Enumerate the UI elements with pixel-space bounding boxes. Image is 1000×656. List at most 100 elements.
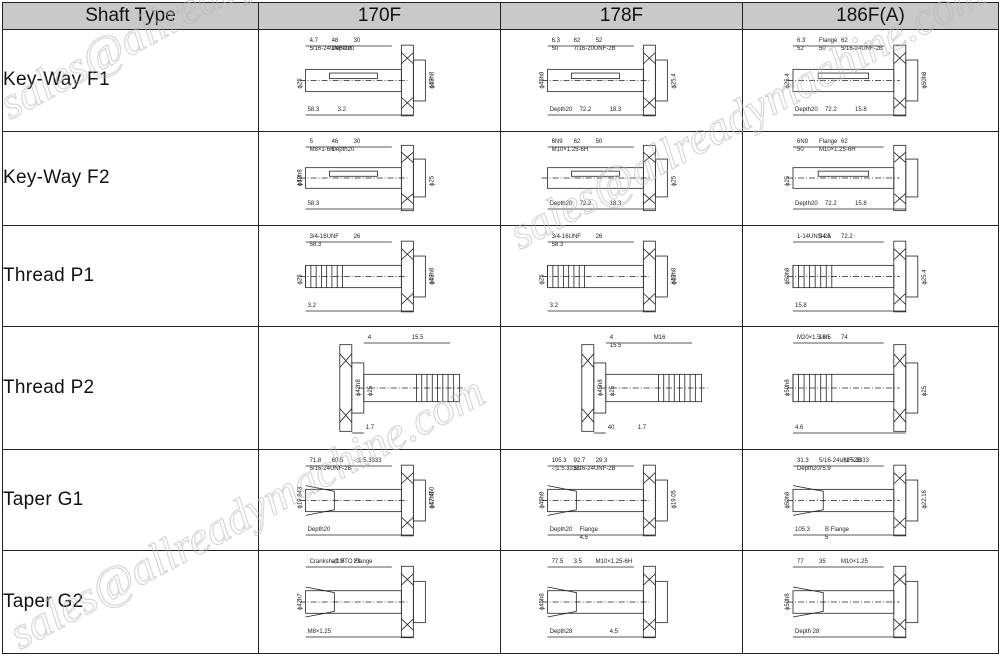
hub-rect	[904, 255, 918, 298]
dimension-label: ϕ25	[921, 386, 927, 397]
dimension-label: 4	[367, 335, 371, 341]
header-row: Shaft Type 170F 178F 186F(A)	[2, 1, 999, 31]
dimension-label: 58.3	[551, 242, 563, 248]
dimension-label: ϕ42h8	[297, 169, 303, 186]
dimension-label: ϕ25	[539, 274, 545, 285]
dimension-label: 40	[607, 425, 614, 431]
dimension-label: Depth 28	[795, 629, 820, 635]
dimension-label: 1.7	[637, 425, 646, 431]
dimension-label: Depth28	[549, 629, 572, 635]
shaft-body	[304, 488, 402, 512]
dimension-label: ϕ45h8	[539, 593, 545, 610]
bearing-cross	[400, 573, 414, 586]
dimension-label: 72.2	[841, 234, 853, 240]
dimension-label: 3.2	[549, 303, 558, 309]
dimension-label: 50	[551, 46, 558, 52]
dimension-label: 72.2	[579, 201, 591, 207]
dimension-label: 30	[353, 139, 360, 145]
dimension-label: 31.3	[797, 458, 809, 464]
row-label: Taper G2	[2, 550, 259, 654]
dimension-label: 105.3	[551, 458, 567, 464]
dimension-label: Depth20	[797, 466, 820, 472]
dimension-label: ϕ42h8	[671, 267, 677, 284]
dimension-label: 52	[797, 46, 804, 52]
header-model-178f: 178F	[500, 1, 743, 31]
header-model-186fa: 186F(A)	[742, 1, 999, 31]
dimension-label: 5	[825, 535, 829, 541]
dimension-label: 26	[353, 234, 360, 240]
dimension-label: ϕ19	[429, 274, 435, 285]
bearing-cross	[642, 292, 656, 305]
row-label: Thread P1	[2, 224, 259, 328]
bearing-cross	[400, 516, 414, 529]
dimension-label: M10×1.25-6H	[595, 559, 632, 565]
dimension-label: 5/16-24UNF-2B	[573, 466, 615, 472]
bearing-cross	[338, 353, 352, 368]
dimension-label: ϕ19	[429, 78, 435, 89]
dimension-label: 75.9	[819, 466, 831, 472]
bearing-cross	[642, 516, 656, 529]
bearing-cross	[400, 618, 414, 631]
bearing-cross	[893, 573, 906, 586]
taper-outline	[792, 586, 824, 618]
flange-rect	[580, 344, 594, 432]
dimension-label: 62	[841, 38, 848, 44]
bearing-cross	[400, 52, 414, 64]
hub-rect	[412, 255, 426, 298]
flange-rect	[338, 344, 352, 432]
shaft-body	[546, 488, 644, 512]
dimension-label: ϕ42h8	[429, 267, 435, 284]
row-label: Key-Way F2	[2, 130, 259, 227]
dimension-label: 62	[841, 139, 848, 145]
dimension-label: Depth20	[795, 201, 818, 207]
bearing-cross	[580, 408, 594, 423]
dimension-label: ϕ50h8	[785, 593, 791, 610]
dimension-label: Depth20	[549, 527, 572, 533]
keyway-slot	[817, 171, 869, 177]
dimension-label: ϕ50h8	[785, 379, 791, 396]
dimension-label: ϕ42h8	[429, 71, 435, 88]
bearing-cross	[400, 193, 414, 205]
dimension-label: 15.8	[795, 303, 807, 309]
bearing-cross	[338, 408, 352, 423]
dimension-label: ◁1:5	[331, 559, 345, 565]
dimension-label: 30	[353, 38, 360, 44]
taper-outline	[305, 484, 335, 516]
hub-rect	[412, 59, 426, 102]
hub-rect	[904, 479, 918, 522]
dimension-label: 62	[573, 139, 580, 145]
dimension-label: ϕ25.4	[921, 269, 927, 285]
dimension-label: Depth20	[549, 201, 572, 207]
dimension-label: ◁1:5.3333	[841, 458, 870, 464]
dimension-label: Depth20	[549, 107, 572, 113]
dimension-label: 58.3	[307, 107, 319, 113]
dimension-label: 50	[819, 46, 826, 52]
bearing-cross	[893, 152, 906, 164]
dimension-label: 3.2	[337, 107, 346, 113]
dimension-label: 52	[595, 38, 602, 44]
shaft-body	[546, 590, 644, 614]
dimension-label: Depth20	[331, 147, 354, 153]
dimension-label: 6N9	[551, 139, 563, 145]
dimension-label: 74	[841, 335, 848, 341]
bearing-cross	[893, 52, 906, 64]
dimension-label: M16	[653, 335, 665, 341]
bearing-cross	[892, 353, 906, 368]
dimension-label: 4.5	[579, 535, 588, 541]
